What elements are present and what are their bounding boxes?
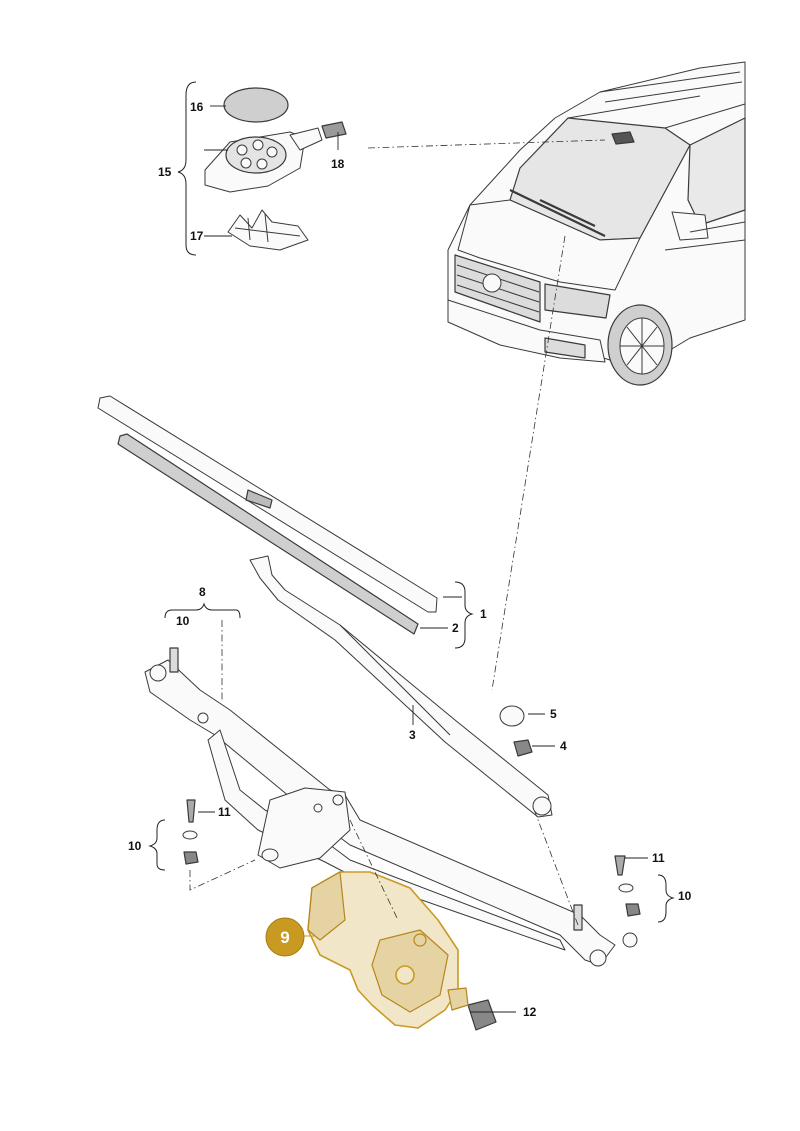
callout-9-badge: [265, 917, 305, 957]
motor-connector-12: [467, 999, 497, 1031]
callout-1: 1: [480, 607, 487, 621]
callout-5: 5: [550, 707, 557, 721]
callout-15: 15: [158, 165, 172, 179]
callout-9: 9: [280, 928, 289, 947]
callout-18: 18: [331, 157, 345, 171]
van-illustration: [447, 61, 746, 386]
callout-11-left: 11: [218, 805, 231, 819]
sensor-bracket: [227, 209, 309, 251]
rain-sensor-group: [204, 87, 347, 251]
wiper-motor-9: [307, 871, 497, 1031]
sensor-gel-pad: [223, 87, 289, 123]
wiper-blades: [97, 395, 438, 635]
callouts: 16 15 18 17 8 10 1 2 3 5 4 11 10 11 10 1…: [128, 100, 692, 1019]
leader-dashes: [189, 139, 606, 926]
callout-17: 17: [190, 229, 204, 243]
nut-4: [513, 739, 533, 757]
callout-3: 3: [409, 728, 416, 742]
callout-8: 8: [199, 585, 206, 599]
wiper-rubber-2: [117, 433, 419, 635]
group-braces: [148, 81, 675, 923]
callout-2: 2: [452, 621, 459, 635]
callout-10-top: 10: [176, 614, 190, 628]
callout-4: 4: [560, 739, 567, 753]
callout-12: 12: [523, 1005, 537, 1019]
cap-5: [499, 705, 525, 727]
bolt-11-left: [186, 799, 196, 823]
callout-10-right: 10: [678, 889, 692, 903]
fasteners: [182, 705, 641, 917]
callout-11-right: 11: [652, 851, 665, 865]
connector-plug: [321, 121, 347, 139]
bolt-11-right: [614, 855, 626, 876]
callout-leaders: [198, 105, 648, 1013]
callout-10-left: 10: [128, 839, 142, 853]
wiper-linkage-frame: [144, 647, 638, 967]
callout-16: 16: [190, 100, 204, 114]
wiper-arm-3: [249, 555, 553, 818]
